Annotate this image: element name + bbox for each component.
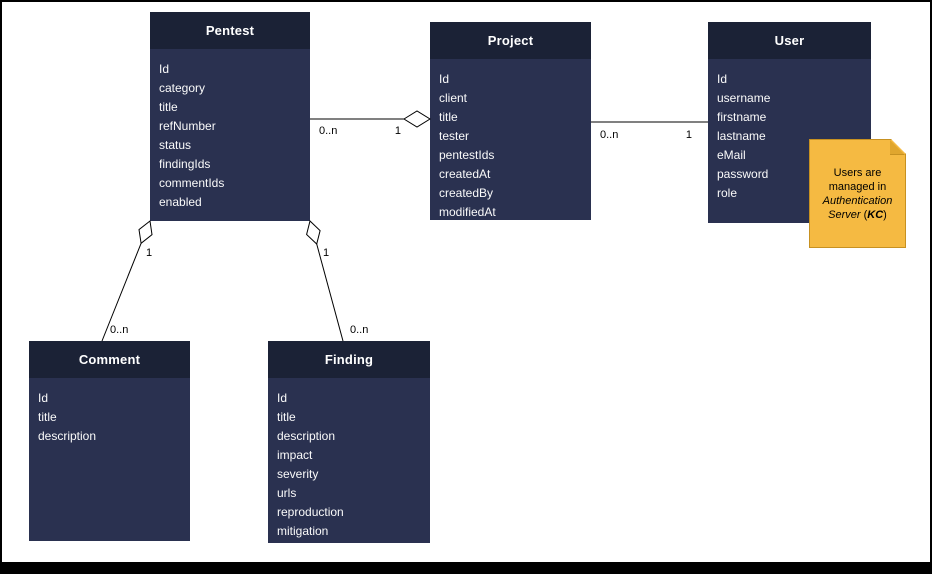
multiplicity-label: 0..n bbox=[350, 324, 368, 336]
entity-title: Pentest bbox=[150, 12, 310, 49]
entity-field: title bbox=[439, 110, 458, 124]
note-paren-open: ( bbox=[863, 208, 868, 221]
note-text-italic: Authentication Server bbox=[822, 194, 893, 221]
entity-field: password bbox=[717, 167, 769, 181]
connector-line bbox=[316, 243, 344, 342]
entity-field: findingIds bbox=[159, 157, 211, 171]
multiplicity-label: 0..n bbox=[110, 324, 128, 336]
note-text-normal: Users are managed in bbox=[828, 166, 887, 193]
entity-field: Id bbox=[439, 72, 450, 86]
note-text: Users are managed in Authentication Serv… bbox=[817, 166, 899, 222]
aggregation-diamond-icon bbox=[138, 220, 153, 245]
connector-pentest-comment[interactable]: 1 0..n bbox=[101, 220, 153, 342]
multiplicity-label: 1 bbox=[686, 129, 692, 141]
entity-field: category bbox=[159, 81, 206, 95]
entity-title: Project bbox=[430, 22, 591, 59]
note-paren-close: ) bbox=[883, 208, 887, 221]
entity-field: commentIds bbox=[159, 176, 225, 190]
entity-field: Id bbox=[159, 62, 170, 76]
entity-title: Finding bbox=[268, 341, 430, 378]
sticky-note[interactable]: Users are managed in Authentication Serv… bbox=[809, 139, 906, 248]
entity-field: Id bbox=[277, 391, 288, 405]
entity-field: impact bbox=[277, 448, 313, 462]
entity-field: description bbox=[277, 429, 336, 443]
entity-comment[interactable]: Comment Id title description bbox=[29, 341, 190, 541]
entity-field: modifiedAt bbox=[439, 205, 496, 219]
entity-field: refNumber bbox=[159, 119, 216, 133]
entity-field: Id bbox=[38, 391, 49, 405]
note-text-kc: KC bbox=[867, 208, 884, 221]
entity-field: Id bbox=[717, 72, 728, 86]
multiplicity-label: 1 bbox=[146, 247, 152, 259]
entity-field: title bbox=[38, 410, 57, 424]
entity-field: firstname bbox=[717, 110, 767, 124]
entity-field: status bbox=[159, 138, 192, 152]
multiplicity-label: 0..n bbox=[600, 129, 618, 141]
entity-field: client bbox=[439, 91, 468, 105]
entity-field: severity bbox=[277, 467, 319, 481]
aggregation-diamond-icon bbox=[306, 220, 321, 245]
multiplicity-label: 1 bbox=[323, 247, 329, 259]
connector-line bbox=[101, 243, 142, 342]
entity-project[interactable]: Project Id client title tester pentestIds cre… bbox=[430, 22, 591, 220]
entity-title: User bbox=[708, 22, 871, 59]
entity-title: Comment bbox=[29, 341, 190, 378]
connector-pentest-project[interactable]: 0..n 1 bbox=[310, 110, 431, 137]
entity-field: reproduction bbox=[277, 505, 344, 519]
entity-field: title bbox=[277, 410, 296, 424]
entity-field: role bbox=[717, 186, 738, 200]
entity-field: description bbox=[38, 429, 97, 443]
entity-field: createdAt bbox=[439, 167, 491, 181]
entity-field: mitigation bbox=[277, 524, 329, 538]
entity-field: title bbox=[159, 100, 178, 114]
entity-field-list: Id title description bbox=[29, 378, 190, 446]
connector-project-user[interactable]: 0..n 1 bbox=[591, 121, 708, 141]
entity-field: username bbox=[717, 91, 771, 105]
entity-field: lastname bbox=[717, 129, 766, 143]
entity-field-list: Id title description impact severity urls repr… bbox=[268, 378, 430, 541]
entity-pentest[interactable]: Pentest Id category title refNumber status fi… bbox=[150, 12, 310, 221]
connector-pentest-finding[interactable]: 1 0..n bbox=[306, 220, 369, 342]
entity-finding[interactable]: Finding Id title description impact severity… bbox=[268, 341, 430, 543]
entity-field: eMail bbox=[717, 148, 746, 162]
entity-field-list: Id username firstname lastname eMail password… bbox=[708, 59, 871, 203]
entity-field: tester bbox=[439, 129, 470, 143]
entity-field: urls bbox=[277, 486, 297, 500]
multiplicity-label: 0..n bbox=[319, 125, 337, 137]
entity-field-list: Id category title refNumber status findingIds… bbox=[150, 49, 310, 212]
entity-field-list: Id client title tester pentestIds createdAt cr… bbox=[430, 59, 591, 222]
aggregation-diamond-icon bbox=[403, 110, 431, 128]
multiplicity-label: 1 bbox=[395, 125, 401, 137]
entity-field: enabled bbox=[159, 195, 202, 209]
entity-field: createdBy bbox=[439, 186, 494, 200]
entity-field: pentestIds bbox=[439, 148, 495, 162]
